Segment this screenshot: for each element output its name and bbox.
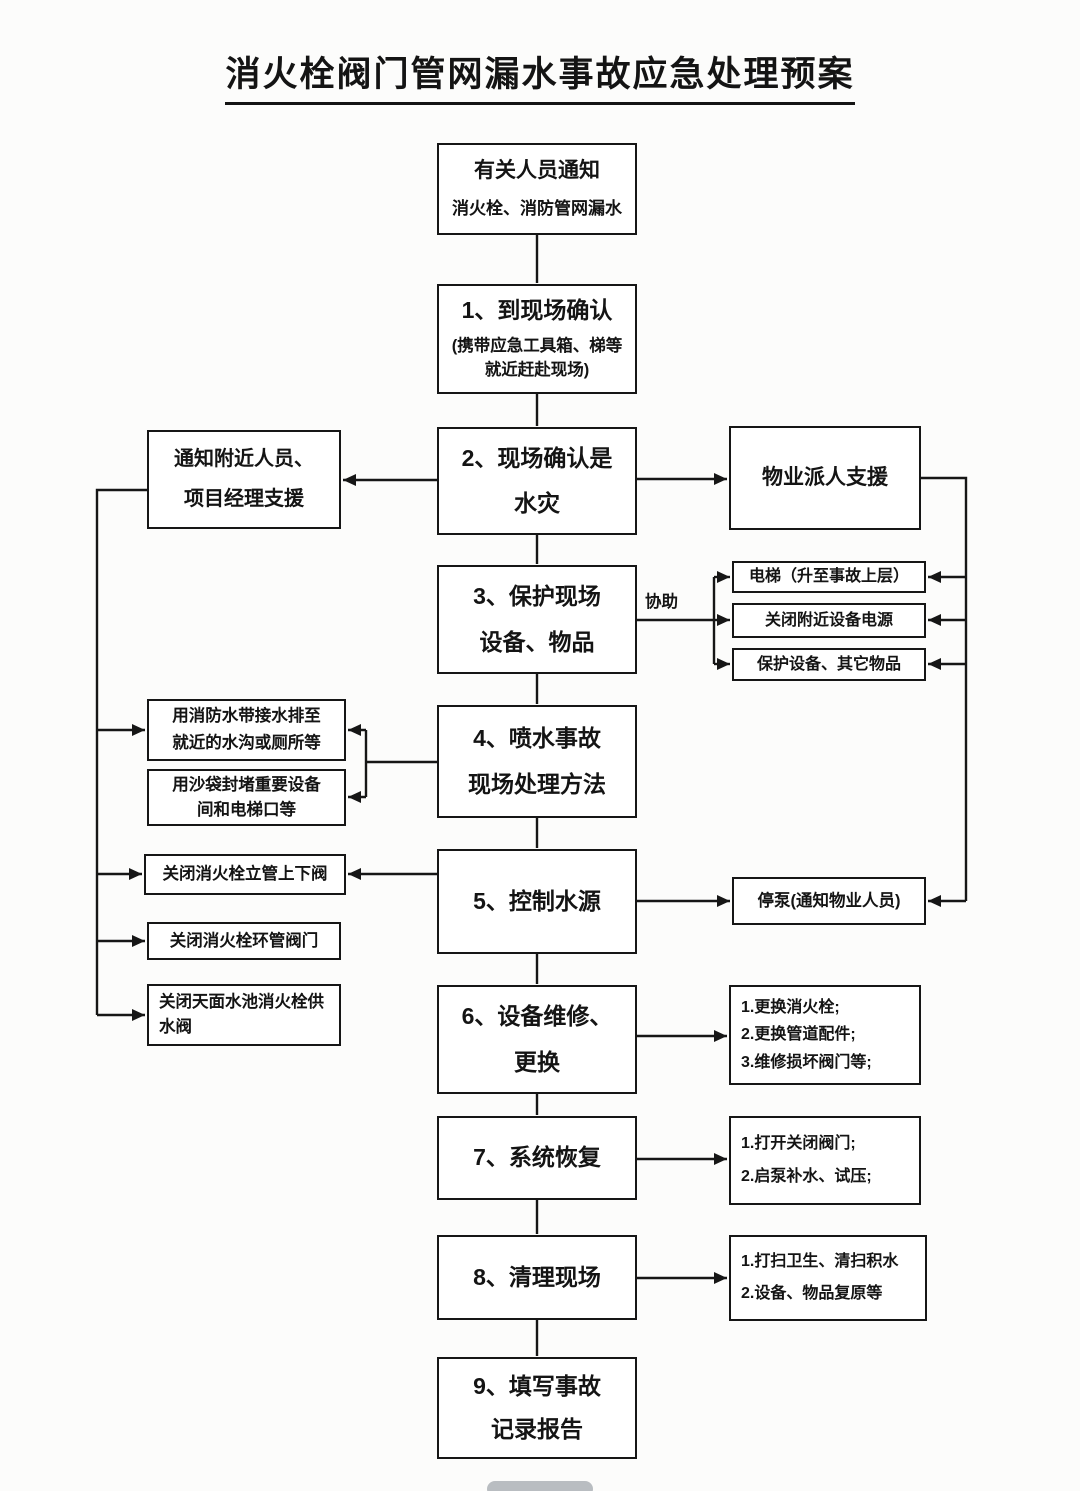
page-title: 消火栓阀门管网漏水事故应急处理预案 (0, 46, 1080, 105)
node-step6: 6、设备维修、 更换 (437, 985, 637, 1094)
node-close-riser-valve: 关闭消火栓立管上下阀 (144, 854, 346, 895)
node-elevator: 电梯（升至事故上层） (732, 561, 926, 593)
node-hose-drain: 用消防水带接水排至 就近的水沟或厕所等 (147, 699, 346, 761)
node-clean-list: 1.打扫卫生、清扫积水 2.设备、物品复原等 (729, 1235, 927, 1321)
node-repair-list: 1.更换消火栓; 2.更换管道配件; 3.维修损坏阀门等; (729, 985, 921, 1085)
node-step9-line2: 记录报告 (491, 1415, 583, 1442)
node-clean-list-item1: 1.打扫卫生、清扫积水 (741, 1253, 899, 1271)
node-close-power-text: 关闭附近设备电源 (764, 611, 893, 629)
node-close-power: 关闭附近设备电源 (732, 603, 926, 638)
node-protect-items: 保护设备、其它物品 (732, 648, 926, 681)
node-notify-nearby: 通知附近人员、 项目经理支援 (147, 430, 341, 529)
node-notify-line1: 有关人员通知 (474, 159, 600, 183)
node-step1-note: (携带应急工具箱、梯等就近赶赴现场) (451, 337, 623, 380)
node-step6-line2: 更换 (514, 1048, 560, 1075)
node-step7-line1: 7、系统恢复 (473, 1144, 601, 1171)
node-step9: 9、填写事故 记录报告 (437, 1357, 637, 1459)
node-step3-line2: 设备、物品 (479, 628, 595, 655)
node-step2-line2: 水灾 (514, 489, 560, 516)
page-title-text: 消火栓阀门管网漏水事故应急处理预案 (225, 46, 855, 105)
node-step3: 3、保护现场 设备、物品 (437, 565, 637, 674)
node-repair-list-item1: 1.更换消火栓; (741, 998, 840, 1016)
node-hose-drain-line2: 就近的水沟或厕所等 (172, 734, 321, 753)
node-close-ring-valve-text: 关闭消火栓环管阀门 (169, 931, 319, 950)
node-close-riser-valve-text: 关闭消火栓立管上下阀 (162, 865, 328, 884)
node-restore-list-item1: 1.打开关闭阀门; (741, 1135, 856, 1153)
node-repair-list-item2: 2.更换管道配件; (741, 1026, 856, 1044)
node-close-ring-valve: 关闭消火栓环管阀门 (147, 922, 341, 960)
node-stop-pump: 停泵(通知物业人员) (732, 877, 926, 925)
node-elevator-text: 电梯（升至事故上层） (748, 568, 909, 586)
node-clean-list-item2: 2.设备、物品复原等 (741, 1285, 883, 1303)
node-step3-line1: 3、保护现场 (473, 583, 601, 610)
node-step4: 4、喷水事故 现场处理方法 (437, 705, 637, 818)
node-repair-list-item3: 3.维修损坏阀门等; (741, 1053, 872, 1071)
step4-left-branch (348, 724, 437, 803)
node-step2: 2、现场确认是 水灾 (437, 427, 637, 535)
node-protect-items-text: 保护设备、其它物品 (756, 655, 901, 673)
node-sandbag: 用沙袋封堵重要设备 间和电梯口等 (147, 769, 346, 826)
node-sandbag-line1: 用沙袋封堵重要设备 (172, 775, 321, 794)
node-step1-title: 1、到现场确认 (461, 297, 613, 324)
node-property-support-text: 物业派人支援 (762, 465, 888, 489)
node-hose-drain-line1: 用消防水带接水排至 (172, 707, 321, 726)
right-list-arrows (637, 1030, 727, 1284)
node-step9-line1: 9、填写事故 (473, 1372, 601, 1399)
node-sandbag-line2: 间和电梯口等 (197, 800, 296, 819)
node-property-support: 物业派人支援 (729, 426, 921, 530)
left-rail (95, 488, 147, 1021)
node-step5: 5、控制水源 (437, 849, 637, 954)
node-notify-nearby-line1: 通知附近人员、 (174, 447, 314, 470)
node-notify-line2: 消火栓、消防管网漏水 (452, 198, 622, 218)
assist-label: 协助 (645, 593, 678, 611)
node-step4-line1: 4、喷水事故 (473, 724, 601, 751)
node-step6-line1: 6、设备维修、 (461, 1003, 613, 1030)
node-step5-line1: 5、控制水源 (473, 887, 601, 914)
node-step1: 1、到现场确认 (携带应急工具箱、梯等就近赶赴现场) (437, 284, 637, 394)
node-notify: 有关人员通知 消火栓、消防管网漏水 (437, 143, 637, 235)
bottom-artifact (487, 1481, 593, 1491)
node-close-roof-valve: 关闭天面水池消火栓供水阀 (147, 984, 341, 1046)
property-right-rail (921, 476, 968, 907)
node-step7: 7、系统恢复 (437, 1116, 637, 1200)
node-stop-pump-text: 停泵(通知物业人员) (757, 891, 901, 910)
node-step8-line1: 8、清理现场 (473, 1263, 601, 1290)
node-close-roof-valve-text: 关闭天面水池消火栓供水阀 (159, 993, 324, 1036)
node-step2-line1: 2、现场确认是 (461, 444, 613, 471)
node-step8: 8、清理现场 (437, 1235, 637, 1320)
node-restore-list: 1.打开关闭阀门; 2.启泵补水、试压; (729, 1116, 921, 1205)
node-restore-list-item2: 2.启泵补水、试压; (741, 1168, 872, 1186)
node-notify-nearby-line2: 项目经理支援 (184, 488, 304, 511)
node-step4-line2: 现场处理方法 (468, 771, 606, 798)
